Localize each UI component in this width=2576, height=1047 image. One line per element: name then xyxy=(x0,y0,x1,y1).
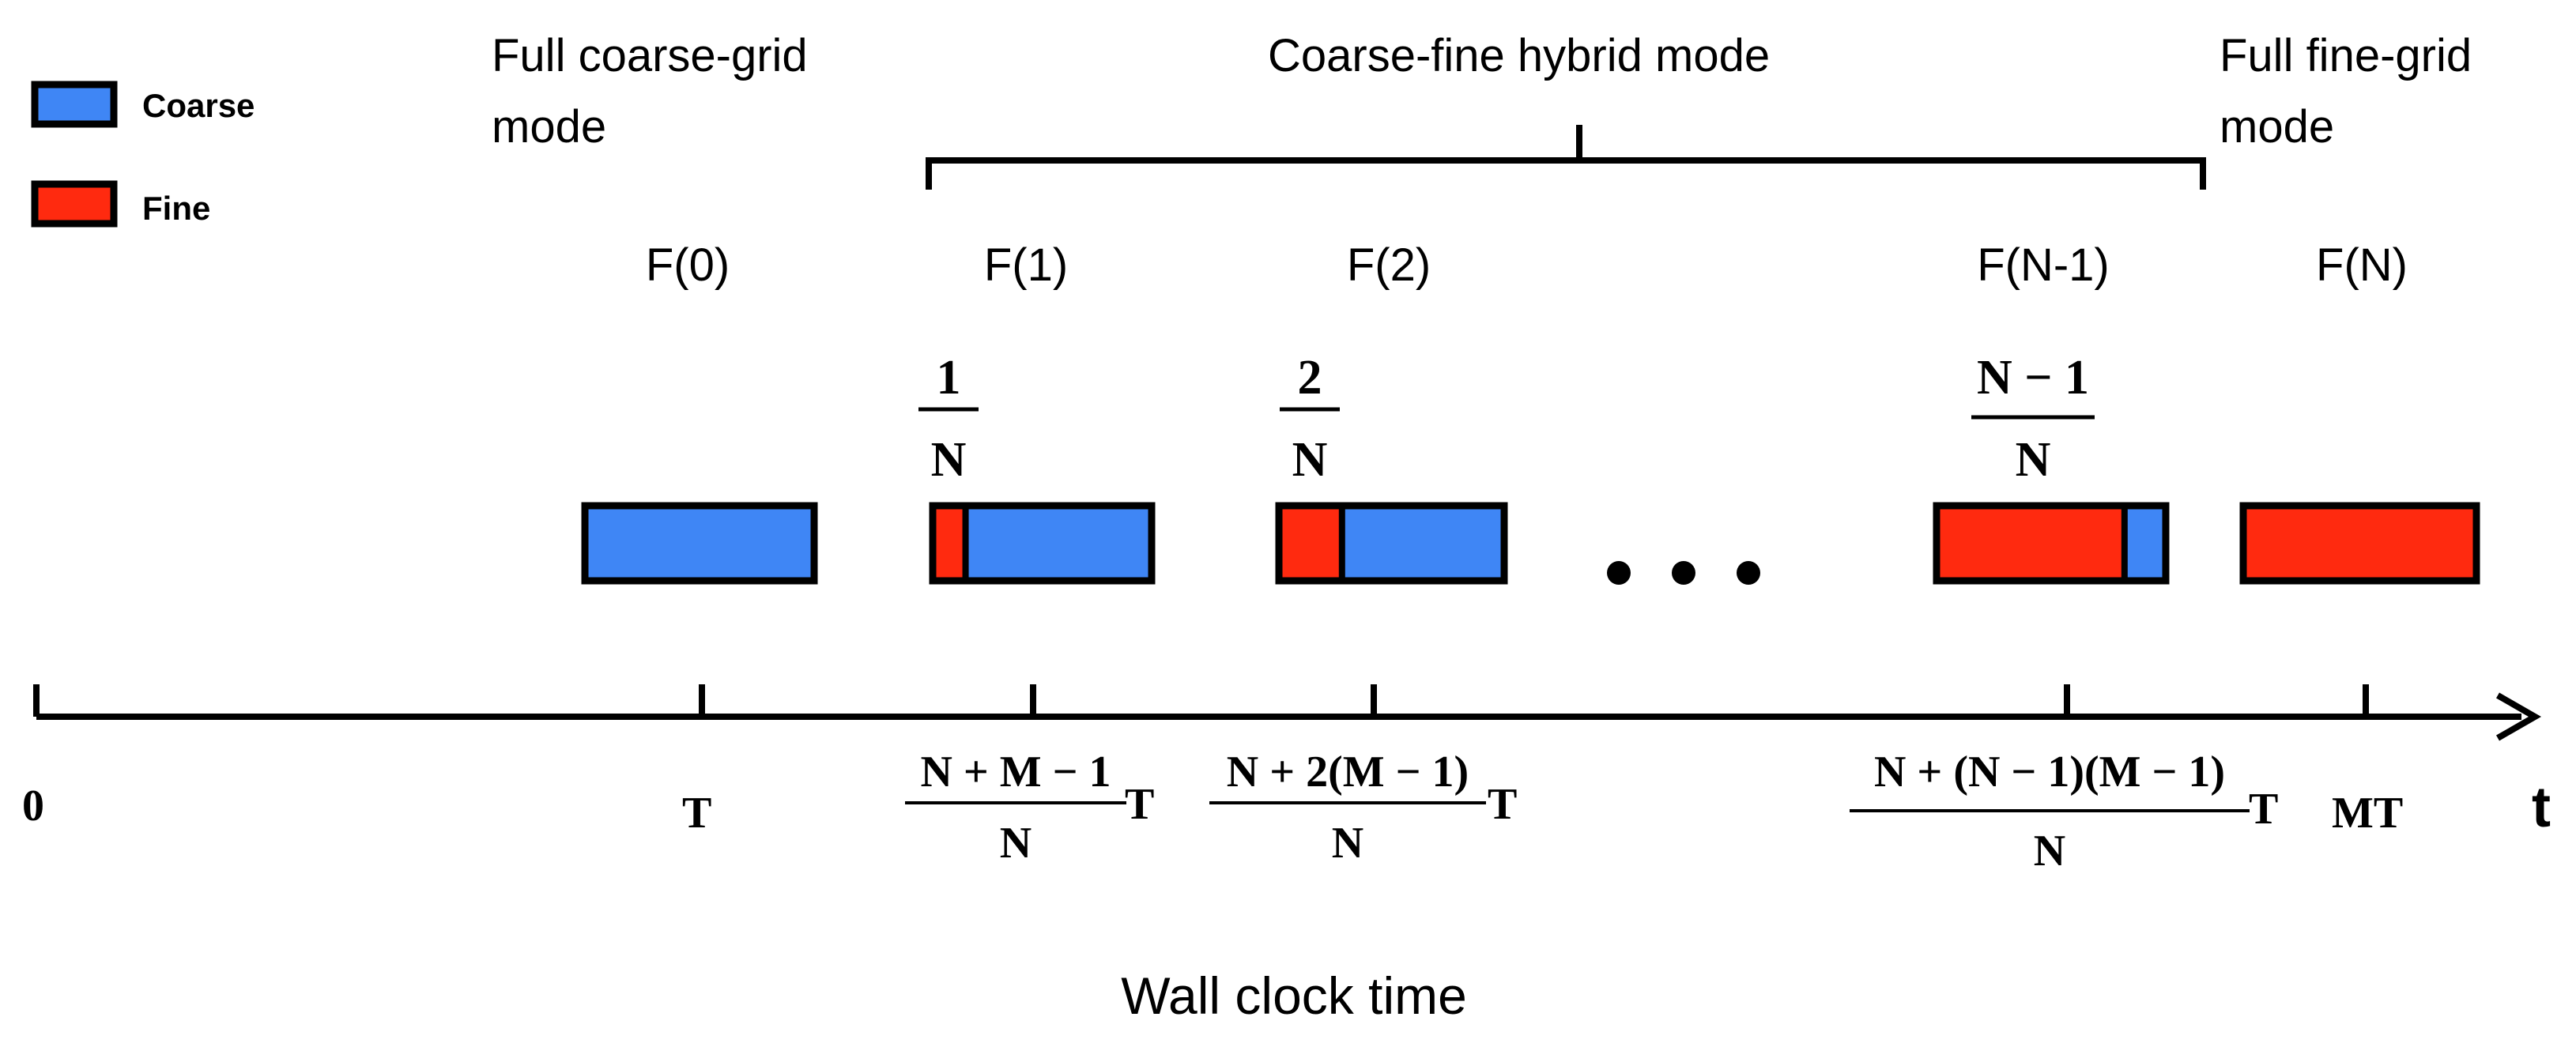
fraction-n-1-denominator: N xyxy=(2016,433,2051,487)
stage-bar-fn-1 xyxy=(1933,502,2170,585)
coarse-segment xyxy=(1341,506,1504,581)
tick-label-tn-1-num: N + (N − 1)(M − 1) xyxy=(1874,748,2225,797)
coarse-segment xyxy=(2124,506,2166,581)
mode-fine-line2: mode xyxy=(2220,101,2334,153)
mode-coarse-line2: mode xyxy=(492,101,606,153)
ellipsis-dot xyxy=(1737,561,1760,585)
fine-segment xyxy=(1937,506,2125,581)
stage-bars xyxy=(581,502,2480,585)
tick-label-t2-den: N xyxy=(1332,819,1363,868)
tick-label-tn-1-den: N xyxy=(2034,827,2065,876)
fraction-1-numerator: 1 xyxy=(937,351,961,405)
fine-segment xyxy=(933,506,966,581)
fine-fractions: 1 N 2 N N − 1 N xyxy=(918,351,2095,487)
stage-label-fn-1: F(N-1) xyxy=(1977,239,2110,291)
fraction-2-numerator: 2 xyxy=(1298,351,1322,405)
legend-swatch-coarse xyxy=(31,81,118,128)
axis-arrowhead xyxy=(2496,692,2542,741)
ellipsis xyxy=(1607,561,1760,585)
tick-label-t1-num: N + M − 1 xyxy=(920,748,1111,797)
stage-bar-f2 xyxy=(1275,502,1508,585)
fraction-2-denominator: N xyxy=(1292,433,1328,487)
tick-label-origin: 0 xyxy=(22,781,44,830)
mode-hybrid: Coarse-fine hybrid mode xyxy=(1268,30,1770,81)
stage-label-fn: F(N) xyxy=(2316,239,2408,291)
tick-label-t2-num: N + 2(M − 1) xyxy=(1227,748,1469,797)
legend-swatch-fine xyxy=(31,180,118,228)
stage-labels: F(0) F(1) F(2) F(N-1) F(N) xyxy=(646,239,2408,291)
tick-label-t: T xyxy=(682,789,711,838)
coarse-segment xyxy=(965,506,1152,581)
ellipsis-dot xyxy=(1607,561,1631,585)
legend-label-fine: Fine xyxy=(142,190,210,227)
stage-label-f1: F(1) xyxy=(984,239,1068,291)
tick-label-t1-suffix: T xyxy=(1125,780,1154,829)
mode-fine-line1: Full fine-grid xyxy=(2220,30,2472,81)
axis-end-label: t xyxy=(2532,776,2551,839)
time-axis xyxy=(33,684,2542,741)
fine-segment xyxy=(2243,506,2476,581)
stage-bar-fn xyxy=(2239,502,2480,585)
bar-outline xyxy=(1933,502,2170,585)
bar-outline xyxy=(2239,502,2480,585)
stage-bar-f0 xyxy=(581,502,818,585)
legend-label-coarse: Coarse xyxy=(142,87,255,124)
axis-title: Wall clock time xyxy=(1121,966,1467,1025)
stage-bar-f1 xyxy=(929,502,1156,585)
hybrid-bracket xyxy=(926,125,2206,190)
legend: Coarse Fine xyxy=(31,81,255,228)
fraction-n-1-numerator: N − 1 xyxy=(1977,351,2089,405)
tick-label-tn-1-suffix: T xyxy=(2249,785,2278,834)
stage-label-f0: F(0) xyxy=(646,239,730,291)
tick-label-mt: MT xyxy=(2332,789,2403,838)
ellipsis-dot xyxy=(1672,561,1695,585)
mode-coarse-line1: Full coarse-grid xyxy=(492,30,808,81)
fine-segment xyxy=(1279,506,1342,581)
bar-outline xyxy=(581,502,818,585)
bar-outline xyxy=(929,502,1156,585)
bar-outline xyxy=(1275,502,1508,585)
fraction-1-denominator: N xyxy=(931,433,967,487)
tick-labels: 0 T N + M − 1 N T N + 2(M − 1) N T N + (… xyxy=(22,748,2403,876)
tick-label-t2-suffix: T xyxy=(1488,780,1517,829)
stage-label-f2: F(2) xyxy=(1347,239,1431,291)
coarse-segment xyxy=(585,506,814,581)
mode-headings: Full coarse-grid mode Coarse-fine hybrid… xyxy=(492,30,2472,153)
tick-label-t1-den: N xyxy=(1000,819,1032,868)
